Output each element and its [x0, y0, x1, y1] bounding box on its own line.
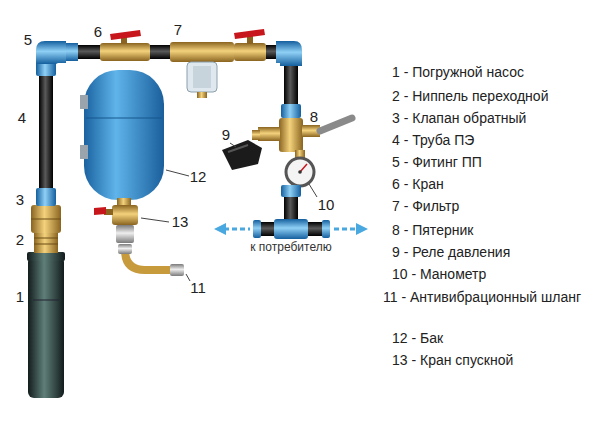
- legend-text: 1 - Погружной насос: [392, 64, 524, 82]
- legend-text: 8 - Пятерник: [392, 222, 473, 240]
- callout-number: 8: [310, 108, 318, 127]
- pe-pipe: [39, 62, 53, 192]
- leader-line: [230, 143, 236, 147]
- pp-fitting: [36, 62, 56, 76]
- pp-fitting: [281, 185, 301, 197]
- elbow-fitting: [276, 41, 302, 66]
- check-valve: [31, 205, 61, 233]
- ball-valve: [100, 43, 150, 61]
- legend-text: 12 - Бак: [392, 330, 443, 348]
- drain-lever: [94, 207, 106, 215]
- leader-line: [141, 218, 169, 222]
- tank-outlet: [117, 198, 131, 206]
- legend-text: 6 - Кран: [392, 176, 444, 194]
- callout-number: 5: [24, 31, 32, 50]
- leader-line: [186, 274, 190, 281]
- tank-seam: [86, 118, 162, 119]
- drain-fitting: [116, 225, 134, 243]
- pressure-switch: [222, 140, 262, 170]
- pe-pipe: [284, 158, 298, 159]
- pe-pipe: [150, 45, 172, 59]
- legend-text: 10 - Манометр: [392, 266, 486, 284]
- filter-bowl: [187, 62, 217, 92]
- filter-mesh: [193, 66, 211, 88]
- pressure-gauge: [286, 158, 314, 186]
- callout-number: 12: [190, 168, 207, 187]
- pump-seam: [33, 300, 59, 301]
- callout-number: 1: [16, 288, 24, 307]
- flow-arrow: [224, 228, 250, 231]
- callout-number: 13: [172, 213, 189, 232]
- tank-bracket: [80, 145, 88, 159]
- legend-text: 7 - Фильтр: [392, 198, 459, 216]
- pump-body: [28, 256, 64, 398]
- drain-valve: [112, 205, 138, 225]
- pp-fitting: [281, 104, 301, 118]
- legend-text: 4 - Труба ПЭ: [392, 132, 474, 150]
- nipple-thread: [34, 244, 58, 245]
- check-valve-seam: [31, 219, 61, 220]
- switch-highlight: [228, 145, 248, 152]
- callout-number: 10: [318, 196, 335, 215]
- tank-bracket: [80, 95, 88, 109]
- legend-text: 3 - Клапан обратный: [392, 110, 526, 128]
- pump-ring: [27, 252, 65, 261]
- gauge-hub: [298, 170, 302, 174]
- tee-fitting: [274, 219, 308, 239]
- hose-fitting: [118, 244, 132, 254]
- pipe-end: [253, 220, 261, 238]
- callout-number: 3: [16, 191, 24, 210]
- five-way-branch: [258, 127, 280, 141]
- leader-line: [166, 170, 189, 176]
- callout-number: 7: [174, 21, 182, 40]
- callout-number: 2: [16, 231, 24, 250]
- callout-number: 6: [94, 23, 102, 42]
- arrow-head: [356, 223, 368, 235]
- legend-text: 11 - Антивибрационный шланг: [383, 288, 591, 307]
- legend-text: 5 - Фитинг ПП: [392, 154, 482, 172]
- flow-arrow: [334, 228, 358, 231]
- anti-vibration-hose: [125, 250, 172, 270]
- ball-valve: [234, 43, 266, 61]
- pp-fitting: [66, 43, 78, 61]
- callout-number: 9: [222, 126, 230, 145]
- valve-handle: [234, 29, 265, 39]
- arrow-head: [214, 223, 226, 235]
- hose-fitting: [170, 264, 184, 276]
- five-way-fitting: [279, 118, 303, 152]
- legend-text: 13 - Кран спускной: [392, 352, 513, 370]
- leader-line: [309, 184, 317, 197]
- elbow-fitting: [36, 41, 66, 64]
- pipe-end: [322, 220, 330, 238]
- valve-handle: [110, 30, 141, 40]
- nipple: [34, 232, 58, 253]
- flow-label: к потребителю: [250, 240, 331, 255]
- pp-fitting: [36, 188, 56, 206]
- tank-body: [84, 70, 164, 200]
- legend-text: 9 - Реле давления: [392, 244, 510, 262]
- filter-cap: [197, 92, 207, 98]
- connection-hose: [320, 118, 352, 131]
- callout-number: 4: [18, 109, 26, 128]
- nipple-thread: [34, 238, 58, 239]
- legend-text: 2 - Ниппель переходной: [392, 88, 548, 106]
- switch-nut: [252, 130, 260, 140]
- filter-body: [170, 42, 234, 62]
- callout-number: 11: [190, 279, 206, 298]
